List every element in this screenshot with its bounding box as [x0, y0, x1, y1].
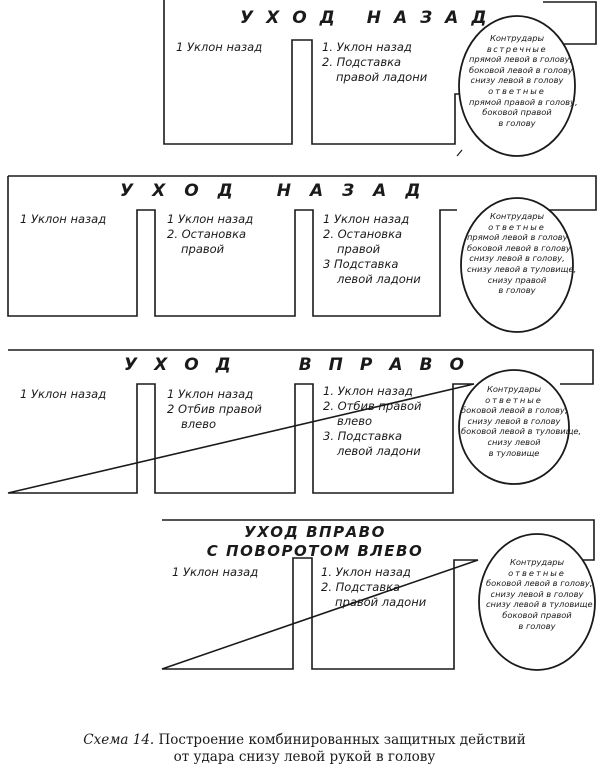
diagram-4-col-2: 1. Уклон назад 2. Подставка правой ладон…	[321, 565, 427, 609]
diagram-4-title: УХОД ВПРАВО С ПОВОРОТОМ ВЛЕВО	[206, 523, 424, 560]
counter-circle-4	[478, 533, 596, 671]
diagram-2-counter-text: Контрудары ответные прямой левой в голов…	[467, 211, 577, 296]
figure-caption: Схема 14. Построение комбинированных защ…	[0, 732, 609, 766]
counter-circle-3	[458, 369, 570, 485]
diagram-2-col-1: 1 Уклон назад	[20, 212, 107, 226]
frame-2	[7, 175, 597, 317]
diagram-3-col-3: 1. Уклон назад 2. Отбив правой влево 3. …	[323, 384, 422, 458]
diagram-4-counter-text: Контрудары ответные боковой левой в голо…	[486, 557, 593, 631]
diagram-2-col-3: 1 Уклон назад 2. Остановка правой 3 Подс…	[323, 212, 421, 286]
stray-mark	[456, 149, 463, 157]
diagram-1-title: УХОД НАЗАД	[240, 8, 500, 28]
counter-circle-1	[458, 15, 576, 157]
diagram-3-counter-text: Контрудары ответные боковой левой в голо…	[461, 384, 582, 458]
counter-circle-2	[460, 197, 574, 333]
diagram-3-title: УХОД ВПРАВО	[124, 355, 481, 375]
caption-label: Схема 14.	[83, 732, 155, 748]
frame-1	[163, 0, 597, 145]
frame-3	[7, 349, 594, 494]
caption-text-1: Построение комбинированных защитных дейс…	[158, 732, 526, 748]
diagram-2-title: УХОД НАЗАД	[120, 181, 440, 201]
diagram-1-counter-text: Контрудары встречные прямой левой в голо…	[469, 33, 578, 128]
diagram-2-col-2: 1 Уклон назад 2. Остановка правой	[167, 212, 254, 256]
diagram-3-col-1: 1 Уклон назад	[20, 387, 107, 401]
caption-line-1: Схема 14. Построение комбинированных защ…	[0, 732, 609, 749]
caption-line-2: от удара снизу левой рукой в голову	[173, 749, 436, 765]
diagram-1-col-2: 1. Уклон назад 2. Подставка правой ладон…	[322, 40, 428, 84]
diagram-3-col-2: 1 Уклон назад 2 Отбив правой влево	[167, 387, 262, 431]
diagram-1-col-1: 1 Уклон назад	[176, 40, 263, 54]
diagram-4-col-1: 1 Уклон назад	[172, 565, 259, 579]
